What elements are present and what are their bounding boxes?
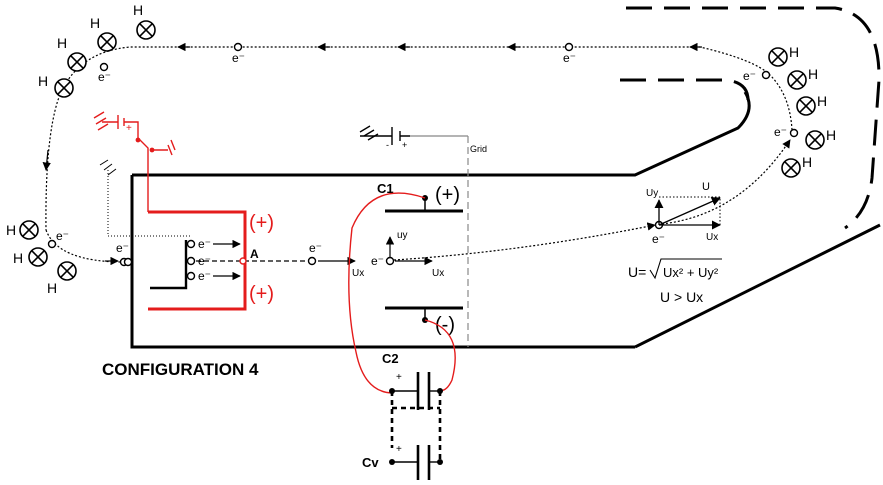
injector-arrows bbox=[213, 239, 241, 281]
beam-ux-1: Ux bbox=[352, 268, 364, 279]
loop-e-3: e⁻ bbox=[743, 69, 756, 83]
beam-uy-label: uy bbox=[397, 230, 408, 241]
h-6: H bbox=[808, 66, 818, 82]
battery-minus: - bbox=[386, 140, 389, 150]
inj-electron-1: e⁻ bbox=[198, 237, 211, 251]
vec-uy: Uy bbox=[646, 188, 658, 199]
cv-dashed-links bbox=[390, 391, 442, 464]
loop-e-4: e⁻ bbox=[774, 125, 787, 139]
h-7: H bbox=[817, 93, 827, 109]
loop-e-1: e⁻ bbox=[232, 51, 245, 65]
circle-cross-lamp-icon bbox=[67, 52, 87, 72]
circle-cross-lamp-icon bbox=[97, 32, 117, 52]
circle-cross-lamp-icon bbox=[787, 70, 807, 90]
loop-e-2: e⁻ bbox=[563, 51, 576, 65]
h-2: H bbox=[90, 15, 100, 31]
red-switch-pivot bbox=[135, 137, 141, 143]
cv-label: Cv bbox=[362, 455, 379, 470]
formula-lhs: U= bbox=[628, 264, 646, 280]
beam-electron-2-label: e⁻ bbox=[371, 254, 384, 268]
loop-e-5: e⁻ bbox=[98, 70, 111, 84]
circle-cross-lamp-icon bbox=[136, 20, 156, 40]
beam-electron-2 bbox=[385, 256, 395, 266]
velocity-vectors bbox=[654, 196, 721, 230]
vec-ux: Ux bbox=[706, 232, 718, 243]
vec-u: U bbox=[702, 181, 710, 193]
grid-battery bbox=[359, 125, 410, 145]
point-a-marker bbox=[239, 257, 247, 265]
h-3: H bbox=[57, 35, 67, 51]
h-9: H bbox=[802, 154, 812, 170]
red-wiring bbox=[93, 111, 176, 212]
left-ground-wire bbox=[99, 159, 190, 237]
circle-cross-lamp-icon bbox=[54, 78, 74, 98]
loop-e-7: e⁻ bbox=[116, 241, 129, 255]
loop-electrons bbox=[47, 42, 799, 267]
c1-c2-wiring bbox=[348, 192, 456, 394]
configuration-title: CONFIGURATION 4 bbox=[102, 360, 259, 379]
red-plus-small: + bbox=[126, 123, 132, 134]
vector-electron-label: e⁻ bbox=[652, 232, 665, 246]
circle-cross-lamp-icon bbox=[796, 96, 816, 116]
h-10: H bbox=[6, 222, 16, 238]
c2-plus: + bbox=[396, 372, 402, 383]
beam-electron-1-label: e⁻ bbox=[309, 241, 322, 255]
h-4: H bbox=[38, 73, 48, 89]
h-1: H bbox=[133, 2, 143, 18]
c1-plus: (+) bbox=[435, 184, 460, 206]
h-8: H bbox=[826, 127, 836, 143]
c1-label: C1 bbox=[377, 181, 394, 196]
inequality: U > Ux bbox=[660, 289, 703, 305]
red-plus-top: (+) bbox=[249, 212, 274, 234]
circle-cross-lamp-icon bbox=[57, 261, 77, 281]
deflection-plates bbox=[385, 198, 463, 320]
formula-sqrt bbox=[649, 258, 722, 280]
c2-label: C2 bbox=[382, 351, 399, 366]
injector-electrons bbox=[186, 239, 196, 281]
grid-line bbox=[410, 135, 469, 347]
grid-label: Grid bbox=[470, 144, 487, 154]
return-loop bbox=[42, 42, 793, 266]
circle-cross-lamp-icon bbox=[805, 130, 825, 150]
h-5: H bbox=[789, 44, 799, 60]
inj-electron-3: e⁻ bbox=[198, 269, 211, 283]
point-a-label: A bbox=[250, 247, 259, 261]
h-12: H bbox=[47, 280, 57, 296]
battery-plus: + bbox=[402, 140, 407, 150]
circle-cross-lamp-icon bbox=[19, 220, 39, 240]
formula-rhs: Ux² + Uy² bbox=[663, 265, 719, 280]
beam-electron-1 bbox=[307, 256, 317, 266]
inner-electrode bbox=[150, 240, 188, 290]
cv-left-terminal bbox=[389, 459, 395, 465]
red-switch-contact bbox=[149, 147, 155, 153]
dashed-outer-path bbox=[620, 6, 881, 230]
cv-right-terminal bbox=[437, 459, 443, 465]
h-11: H bbox=[13, 250, 23, 266]
loop-e-6: e⁻ bbox=[56, 229, 69, 243]
red-plus-bottom: (+) bbox=[249, 283, 274, 305]
beam-ux-2: Ux bbox=[432, 268, 444, 279]
hydrogen-lamps bbox=[19, 20, 825, 281]
circle-cross-lamp-icon bbox=[781, 158, 801, 178]
deflected-trajectory bbox=[393, 139, 791, 261]
c1-minus: (-) bbox=[435, 314, 455, 336]
circle-cross-lamp-icon bbox=[28, 247, 48, 267]
capacitor-c2 bbox=[392, 372, 440, 410]
cv-plus: + bbox=[396, 444, 402, 455]
circle-cross-lamp-icon bbox=[768, 47, 788, 67]
